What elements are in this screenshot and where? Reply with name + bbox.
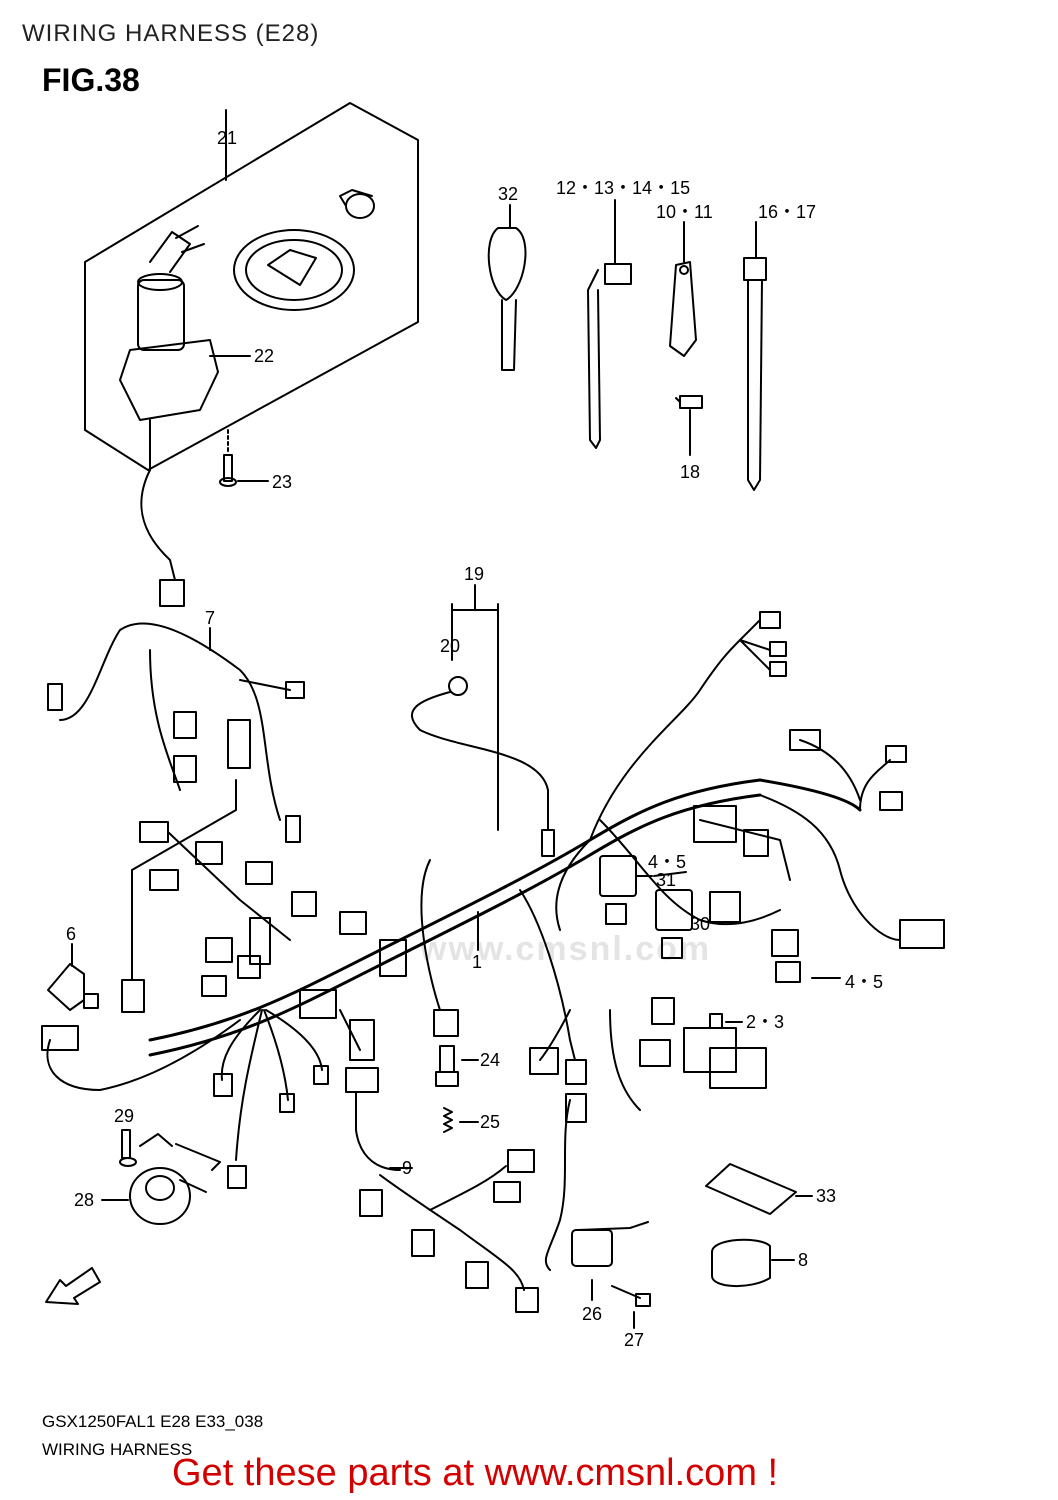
callout-18: 18: [680, 462, 700, 482]
callout-22: 22: [254, 346, 274, 366]
callout-20: 20: [440, 636, 460, 656]
bolt-29: [119, 1129, 173, 1167]
callout-19: 19: [464, 564, 484, 584]
callout-25: 25: [480, 1112, 500, 1132]
callout-30: 30: [690, 914, 710, 934]
forward-arrow-icon: [45, 1267, 101, 1305]
callout-10-11: 10・11: [656, 202, 713, 222]
callout-27: 27: [624, 1330, 644, 1350]
sub-harness-7: [47, 622, 305, 1013]
promo-link[interactable]: Get these parts at www.cmsnl.com !: [172, 1452, 779, 1494]
ignition-lock-set-box: [84, 102, 419, 471]
callout-9: 9: [402, 1158, 412, 1178]
figure-number: FIG.38: [42, 62, 140, 98]
ignition-switch: [119, 225, 251, 471]
screw-18: [675, 395, 703, 456]
callout-2-3: 2・3: [746, 1012, 784, 1032]
callout-4-5-upper: 4・5: [648, 852, 686, 872]
bolt-23: [219, 429, 269, 487]
callout-29: 29: [114, 1106, 134, 1126]
clamp-tie-12-15: [587, 199, 632, 449]
page-title: WIRING HARNESS (E28): [22, 20, 320, 47]
fuel-cap: [233, 229, 355, 311]
model-code: GSX1250FAL1 E28 E33_038: [42, 1412, 264, 1431]
callout-23: 23: [272, 472, 292, 492]
horn-28: [101, 1143, 221, 1225]
watermark-text: www.cmsnl.com: [420, 930, 712, 968]
callout-31: 31: [656, 870, 676, 890]
switch-24: [435, 1045, 479, 1087]
callout-28: 28: [74, 1190, 94, 1210]
harness-9: [345, 1067, 539, 1313]
left-connector-cluster: [139, 821, 407, 1019]
callout-12-15: 12・13・14・15: [556, 178, 690, 198]
section-name: WIRING HARNESS: [42, 1440, 193, 1459]
main-harness: [148, 611, 945, 1085]
seat-lock-cylinder: [339, 189, 375, 219]
relays-30-31: [599, 855, 801, 983]
callout-8: 8: [798, 1250, 808, 1270]
callout-26: 26: [582, 1304, 602, 1324]
callout-1: 1: [472, 952, 482, 972]
clamp-10-11: [669, 221, 697, 357]
cover-8: [711, 1238, 795, 1288]
sensor-26: [544, 1093, 649, 1301]
callout-32: 32: [498, 184, 518, 204]
fuse-box-area: [529, 997, 767, 1111]
callout-21: 21: [217, 128, 237, 148]
key-32: [487, 204, 527, 371]
callout-7: 7: [205, 608, 215, 628]
cable-tie-16-17: [743, 221, 767, 491]
callout-33: 33: [816, 1186, 836, 1206]
callout-4-5-lower: 4・5: [845, 972, 883, 992]
callout-16-17: 16・17: [758, 202, 816, 222]
callout-6: 6: [66, 924, 76, 944]
sensor-19-20: [410, 584, 555, 857]
label-sticker-33: [705, 1163, 813, 1215]
bolt-27: [611, 1285, 651, 1329]
part-6-sensor: [47, 943, 99, 1011]
spring-25: [443, 1107, 479, 1133]
callout-24: 24: [480, 1050, 500, 1070]
lower-harness-branches: [41, 1009, 375, 1189]
